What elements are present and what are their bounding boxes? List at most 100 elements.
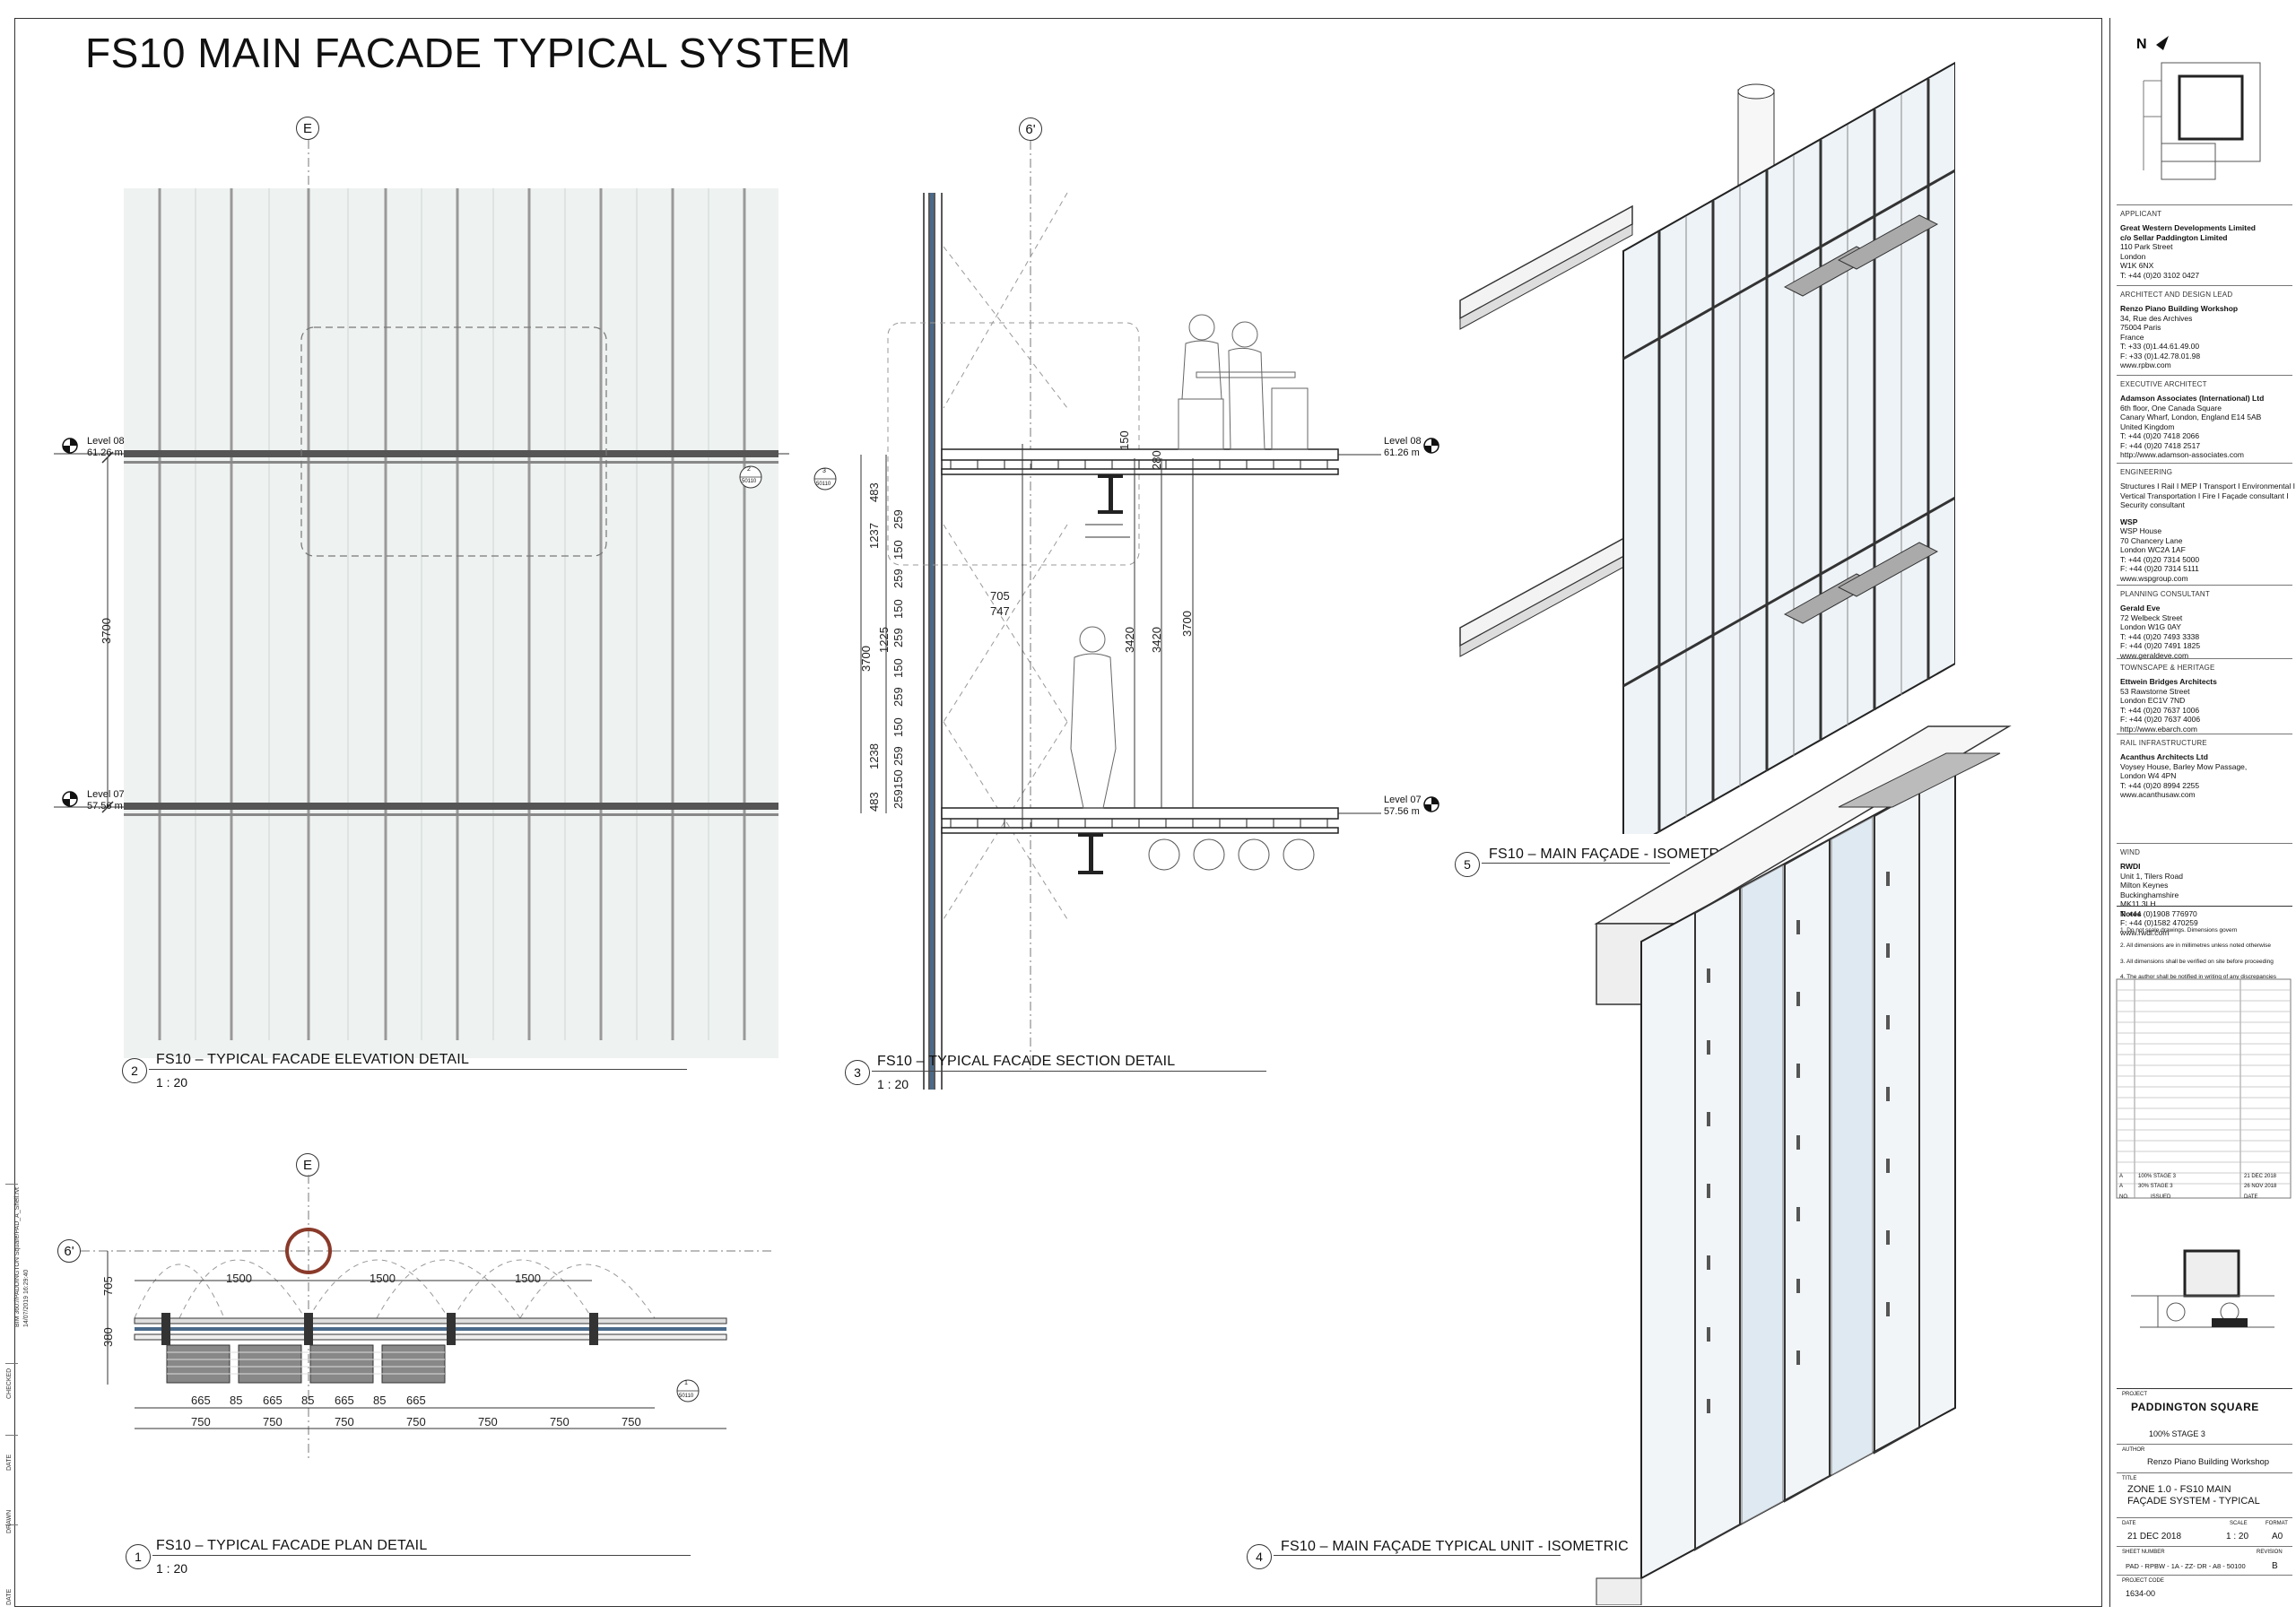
elevation-level-bottom-name: Level 07 <box>87 789 125 800</box>
architect-line: T: +33 (0)1.44.61.49.00 <box>2120 342 2200 351</box>
view-title-rule <box>872 1071 1266 1072</box>
plan-dim-row1-3: 85 <box>301 1394 315 1407</box>
plan-dim-row2-0: 750 <box>191 1415 211 1429</box>
townscape-line: T: +44 (0)20 7637 1006 <box>2120 705 2200 715</box>
section-dim-259-f: 259 <box>891 789 905 809</box>
engineering-line: 70 Chancery Lane <box>2120 535 2183 545</box>
architect-line: www.rpbw.com <box>2120 360 2171 369</box>
elevation-drawing <box>54 140 789 1058</box>
engineering-line: Structures I Rail I MEP I Transport I En… <box>2120 482 2295 491</box>
revision-row-no: A <box>2119 1184 2124 1189</box>
tb-rule <box>2117 204 2292 205</box>
section-level-bottom-name: Level 07 <box>1384 795 1422 805</box>
planning-line: T: +44 (0)20 7493 3338 <box>2120 631 2200 641</box>
rail-line: Voysey House, Barley Mow Passage, <box>2120 761 2248 771</box>
section-dim-705: 705 <box>990 589 1010 603</box>
applicant-line: c/o Sellar Paddington Limited <box>2120 232 2228 242</box>
executive-line: T: +44 (0)20 7418 2066 <box>2120 431 2200 440</box>
section-callout-icon <box>739 465 762 489</box>
rail-line: Acanthus Architects Ltd <box>2120 752 2208 761</box>
elevation-view-title: FS10 – TYPICAL FACADE ELEVATION DETAIL <box>156 1052 470 1067</box>
section-dim-150-e: 150 <box>891 769 905 789</box>
applicant-heading: APPLICANT <box>2120 210 2162 218</box>
project-name: PADDINGTON SQUARE <box>2131 1401 2259 1413</box>
grid-bubble-e-plan: E <box>296 1153 319 1177</box>
project-code: 1634-00 <box>2126 1589 2156 1598</box>
section-dim-3420-a: 3420 <box>1123 627 1136 653</box>
section-dim-483-bottom: 483 <box>867 792 881 812</box>
wind-line: T: +44 (0)1908 776970 <box>2120 908 2197 918</box>
executive-line: 6th floor, One Canada Square <box>2120 403 2222 413</box>
tb-planning: PLANNING CONSULTANT Gerald Eve 72 Welbec… <box>2120 590 2291 660</box>
section-callout-icon <box>676 1379 700 1403</box>
revision-header-no: NO. <box>2119 1194 2129 1200</box>
architect-heading: ARCHITECT AND DESIGN LEAD <box>2120 291 2233 299</box>
tb-rule <box>2117 1575 2292 1576</box>
left-revision-strip: DATE DRAWN DATE CHECKED <box>5 1184 18 1605</box>
sheet-number: PAD - RPBW - 1A - ZZ- DR - A8 - 50100 <box>2126 1562 2246 1570</box>
tb-rail: RAIL INFRASTRUCTURE Acanthus Architects … <box>2120 739 2291 800</box>
tb-rule <box>2117 585 2292 586</box>
tb-rule <box>2117 658 2292 659</box>
townscape-line: http://www.ebarch.com <box>2120 724 2197 734</box>
elevation-callout-sheet: 50110 <box>742 479 757 484</box>
project-stage: 100% STAGE 3 <box>2149 1429 2205 1438</box>
section-callout-icon <box>813 467 837 491</box>
elevation-dim-height: 3700 <box>100 618 113 644</box>
plan-callout-number: 1 <box>684 1380 688 1386</box>
format-label: FORMAT <box>2266 1521 2288 1526</box>
view-number-2: 2 <box>122 1058 147 1083</box>
strip-label-drawn: DRAWN <box>6 1509 13 1533</box>
tb-wind: WIND RWDI Unit 1, Tilers Road Milton Key… <box>2120 848 2291 937</box>
section-dim-259-c: 259 <box>891 628 905 647</box>
view-number-5: 5 <box>1455 852 1480 877</box>
engineering-line: WSP <box>2120 517 2138 526</box>
plan-dim-row1-4: 665 <box>335 1394 354 1407</box>
plan-dim-705: 705 <box>101 1276 115 1296</box>
rail-heading: RAIL INFRASTRUCTURE <box>2120 739 2207 747</box>
section-dim-total-left: 3700 <box>859 646 873 672</box>
project-label: PROJECT <box>2122 1392 2148 1397</box>
plan-dim-row2-4: 750 <box>478 1415 498 1429</box>
architect-line: F: +33 (0)1.42.78.01.98 <box>2120 351 2201 360</box>
wind-line: MK11 3LH <box>2120 899 2156 908</box>
revision-label: REVISION <box>2257 1550 2283 1555</box>
grid-bubble-e: E <box>296 117 319 140</box>
notes-heading: Notes <box>2120 909 2142 918</box>
drawing-title-line-1: ZONE 1.0 - FS10 MAIN <box>2127 1484 2231 1495</box>
revision-row-date: 26 NOV 2018 <box>2244 1184 2277 1189</box>
sheet-title: FS10 MAIN FACADE TYPICAL SYSTEM <box>85 30 851 76</box>
engineering-line: WSP House <box>2120 526 2162 535</box>
plan-dim-1500-a: 1500 <box>226 1272 252 1285</box>
plan-dim-row2-2: 750 <box>335 1415 354 1429</box>
tb-rule <box>2117 843 2292 844</box>
iso-unit-view-title: FS10 – MAIN FAÇADE TYPICAL UNIT - ISOMET… <box>1281 1539 1629 1554</box>
strip-label-date: DATE <box>6 1588 13 1605</box>
wind-line: F: +44 (0)1582 470259 <box>2120 918 2198 927</box>
view-number-1: 1 <box>126 1544 151 1569</box>
engineering-line: Security consultant <box>2120 500 2185 509</box>
applicant-line: 110 Park Street <box>2120 242 2173 251</box>
strip-label-checked: CHECKED <box>6 1368 13 1399</box>
notes-line: 4. The author shall be notified in writi… <box>2120 974 2277 980</box>
plan-dim-row1-6: 665 <box>406 1394 426 1407</box>
section-dim-747: 747 <box>990 604 1010 618</box>
wind-line: Unit 1, Tilers Road <box>2120 871 2183 881</box>
tb-executive: EXECUTIVE ARCHITECT Adamson Associates (… <box>2120 380 2291 460</box>
section-callout-number: 3 <box>822 468 826 474</box>
rail-line: London W4 4PN <box>2120 771 2177 780</box>
planning-line: Gerald Eve <box>2120 604 2161 612</box>
revision-header-date: DATE <box>2244 1194 2258 1200</box>
engineering-line: Vertical Transportation I Fire I Façade … <box>2120 491 2289 500</box>
revision-row-issue: 30% STAGE 3 <box>2138 1184 2173 1189</box>
iso-unit-drawing <box>1594 725 2012 1605</box>
level-marker-icon <box>1423 796 1439 812</box>
townscape-line: 53 Rawstorne Street <box>2120 686 2190 696</box>
plan-dim-row1-1: 85 <box>230 1394 243 1407</box>
elevation-view-scale: 1 : 20 <box>156 1075 188 1090</box>
location-map-icon <box>2131 1249 2274 1328</box>
executive-line: United Kingdom <box>2120 421 2175 431</box>
tb-rule <box>2117 285 2292 286</box>
section-dim-150-b: 150 <box>891 599 905 619</box>
section-level-top-name: Level 08 <box>1384 436 1422 447</box>
